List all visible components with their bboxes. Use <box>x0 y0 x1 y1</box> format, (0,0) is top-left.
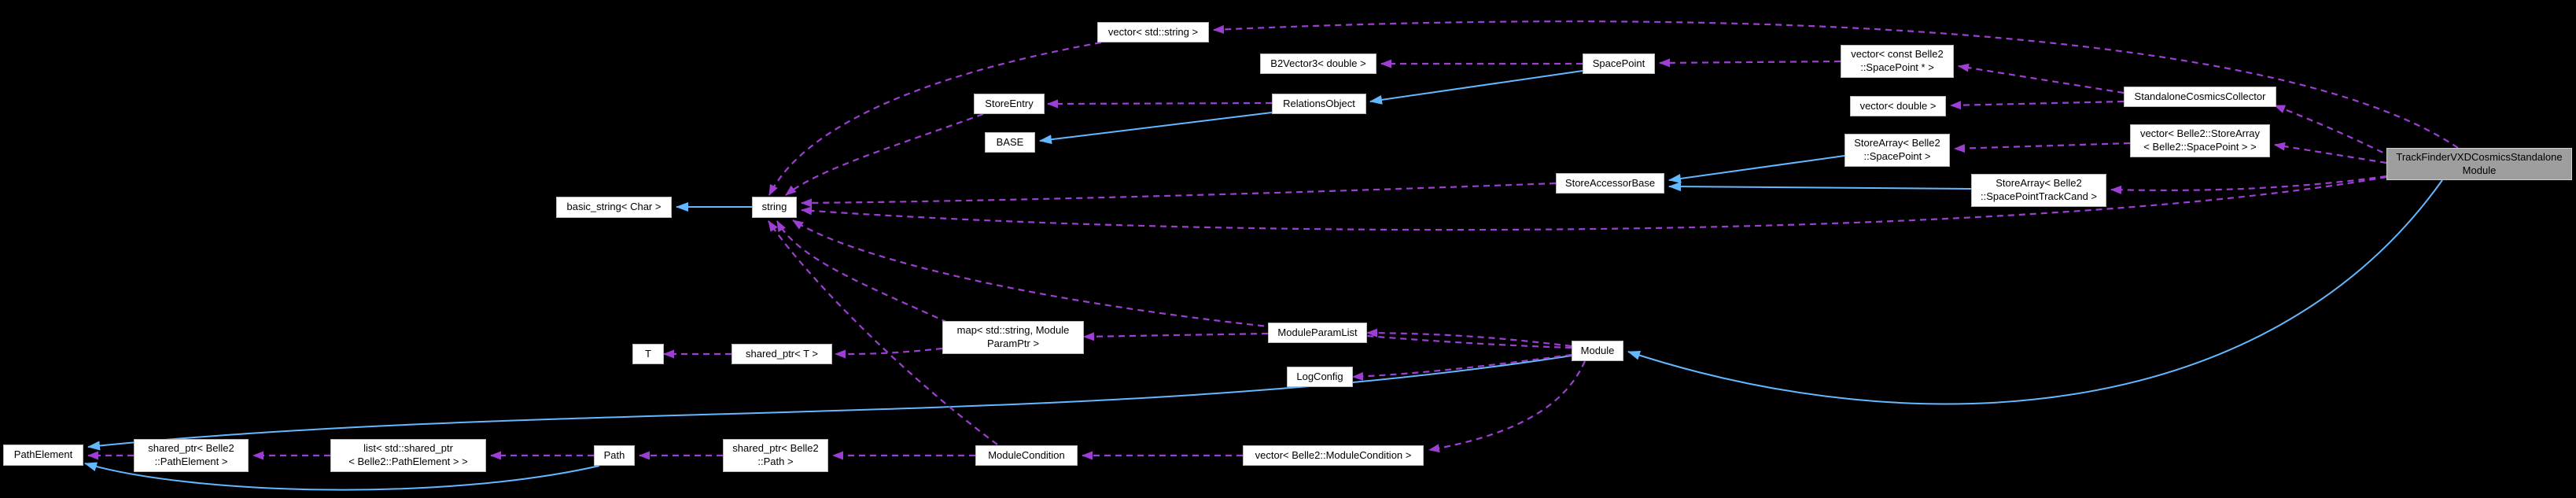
edge-moduleparamlist-to-map <box>1083 332 1269 341</box>
edge-storearray-sptc-to-storeaccessorbase <box>1668 182 1972 192</box>
edge-scc-to-vector-const-sp <box>1958 63 2125 94</box>
node-storeentry[interactable]: StoreEntry <box>974 94 1045 114</box>
edge-main-to-vector-std-string <box>1213 20 2459 149</box>
node-shared-ptr-path[interactable]: shared_ptr< Belle2::Path > <box>723 439 828 472</box>
node-relationsobject[interactable]: RelationsObject <box>1272 94 1366 114</box>
edge-module-to-logconfig <box>1352 353 1572 381</box>
node-path[interactable]: Path <box>594 445 635 466</box>
edge-scc-to-vector-double <box>1950 100 2125 110</box>
edge-main-to-module <box>1627 179 2443 405</box>
edge-storeaccessorbase-to-string <box>801 182 1557 208</box>
node-list-shared-ptr-pathelement[interactable]: list< std::shared_ptr< Belle2::PathEleme… <box>330 439 486 472</box>
edge-module-to-string <box>792 219 1572 349</box>
node-string[interactable]: string <box>752 197 797 218</box>
edge-relationsobject-to-storeentry <box>1047 99 1273 109</box>
node-spacepoint[interactable]: SpacePoint <box>1583 53 1655 74</box>
edge-map-to-shared-ptr-t <box>835 347 943 359</box>
edge-relationsobject-to-base <box>1039 112 1273 145</box>
node-b2vector3[interactable]: B2Vector3< double > <box>1260 53 1376 74</box>
node-vector-modulecondition[interactable]: vector< Belle2::ModuleCondition > <box>1243 445 1424 466</box>
edge-main-to-vector-sa-sp <box>2274 142 2387 164</box>
edge-module-to-vector-modulecondition <box>1428 360 1587 453</box>
node-module[interactable]: Module <box>1572 341 1623 361</box>
node-shared-ptr-t[interactable]: shared_ptr< T > <box>732 344 832 364</box>
node-storearray-spacepointtrackcand[interactable]: StoreArray< Belle2::SpacePointTrackCand … <box>1971 174 2106 207</box>
node-shared-ptr-pathelement[interactable]: shared_ptr< Belle2::PathElement > <box>134 439 249 472</box>
edge-vector-std-string-to-string <box>768 41 1102 196</box>
node-vector-const-spacepoint-ptr[interactable]: vector< const Belle2::SpacePoint * > <box>1841 45 1954 78</box>
node-t[interactable]: T <box>632 344 664 364</box>
edge-module-to-moduleparamlist <box>1366 328 1572 348</box>
node-vector-std-string[interactable]: vector< std::string > <box>1097 22 1209 42</box>
edge-storearray-spacepoint-to-storeaccessorbase <box>1668 155 1845 183</box>
node-pathelement[interactable]: PathElement <box>3 445 83 466</box>
node-logconfig[interactable]: LogConfig <box>1287 367 1353 387</box>
node-standalone-cosmics-collector[interactable]: StandaloneCosmicsCollector <box>2124 87 2276 107</box>
node-moduleparamlist[interactable]: ModuleParamList <box>1268 323 1367 343</box>
node-storeaccessorbase[interactable]: StoreAccessorBase <box>1556 173 1664 194</box>
node-base[interactable]: BASE <box>985 132 1035 153</box>
node-modulecondition[interactable]: ModuleCondition <box>975 445 1078 466</box>
edge-main-to-storearray-sptc <box>2110 175 2387 194</box>
edge-storeentry-to-string <box>785 113 984 196</box>
edge-main-to-string <box>801 175 2387 231</box>
node-vector-double[interactable]: vector< double > <box>1850 96 1946 116</box>
node-storearray-spacepoint[interactable]: StoreArray< Belle2::SpacePoint > <box>1844 134 1950 167</box>
node-vector-storearray-spacepoint[interactable]: vector< Belle2::StoreArray< Belle2::Spac… <box>2130 124 2270 157</box>
edge-modulecondition-to-string <box>768 220 998 445</box>
node-basic-string[interactable]: basic_string< Char > <box>556 197 672 218</box>
edge-vector-sa-sp-to-storearray-sp <box>1954 142 2131 153</box>
edge-map-to-string <box>776 220 949 324</box>
edge-main-to-scc <box>2274 104 2394 158</box>
edge-path-to-pathelement <box>84 462 600 491</box>
edge-vector-const-sp-to-spacepoint <box>1659 58 1841 68</box>
edge-spacepoint-to-relationsobject <box>1369 70 1583 105</box>
